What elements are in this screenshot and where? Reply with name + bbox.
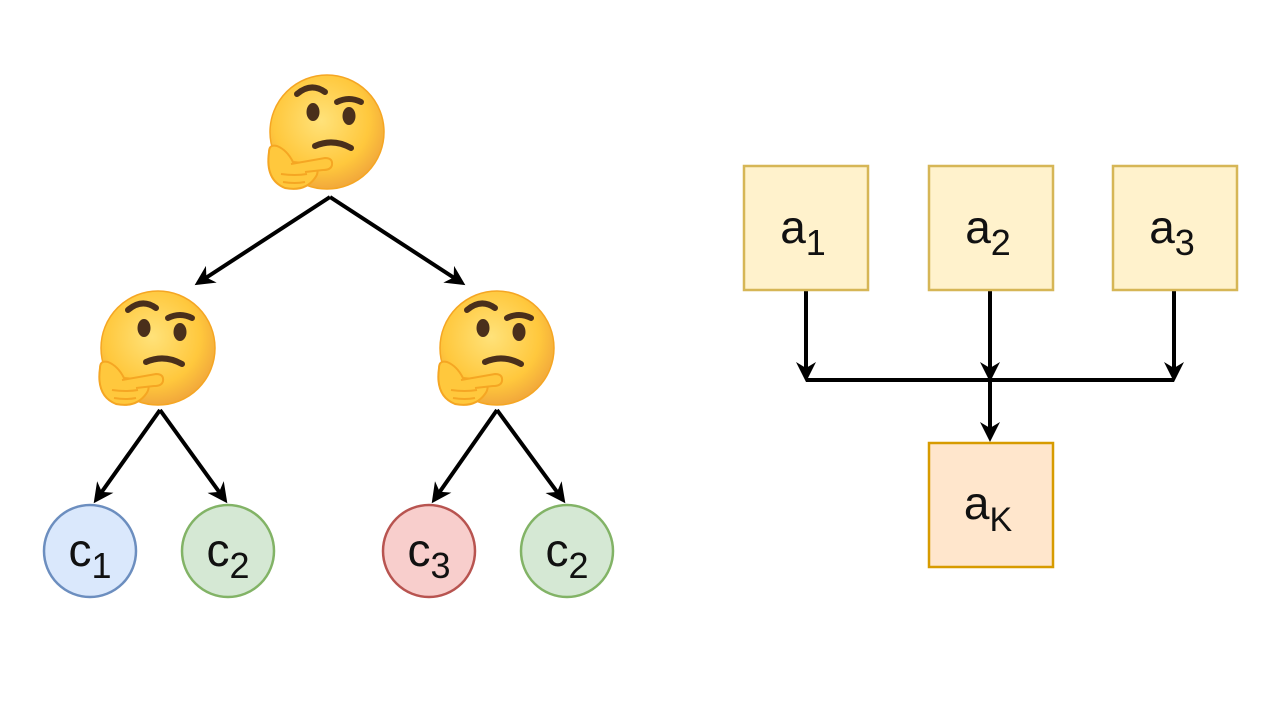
tree-leaf: c1: [42, 503, 138, 599]
emoji-eyebrow: [504, 312, 534, 321]
svg-text:a2: a2: [965, 201, 1011, 263]
aggregation-edges: [796, 290, 1184, 442]
emoji-hand-finger: [460, 372, 504, 389]
tree-edges: [93, 195, 566, 504]
input-label-sub: 3: [1175, 222, 1195, 263]
leaf-label-base: c: [407, 524, 430, 576]
output-box-rect: [927, 441, 1055, 569]
output-box: aK: [927, 441, 1055, 569]
output-label-sub: K: [989, 501, 1012, 539]
edge-right-to-c2: [495, 408, 566, 504]
edge-left-to-c1: [93, 408, 162, 504]
leaf-label-sub: 3: [430, 545, 450, 586]
input-label-sub: 1: [806, 222, 826, 263]
input-box-rect: [742, 164, 870, 292]
input-label-sub: 2: [991, 222, 1011, 263]
emoji-eye: [476, 319, 490, 337]
reasoning-tree: c1 c2 c3 c2: [42, 74, 615, 599]
input-label-base: a: [1149, 201, 1175, 253]
emoji-eyebrow: [165, 312, 195, 321]
emoji-eye: [512, 323, 526, 341]
input-label-base: a: [965, 201, 991, 253]
leaf-label-base: c: [545, 524, 568, 576]
leaf-label-base: c: [206, 524, 229, 576]
input-label-base: a: [780, 201, 806, 253]
input-box-rect: [927, 164, 1055, 292]
aggregation-diagram: a1 a2 a3 aK: [742, 164, 1239, 569]
input-box: a3: [1111, 164, 1239, 292]
emoji-eyebrow: [464, 300, 498, 313]
emoji-hand: [437, 360, 504, 406]
leaf-label-sub: 2: [568, 545, 588, 586]
leaf-label-base: c: [68, 524, 91, 576]
svg-text:c2: c2: [545, 524, 588, 586]
leaf-circle: [180, 503, 276, 599]
svg-text:a3: a3: [1149, 201, 1195, 263]
thinking-face-icon: [98, 290, 216, 406]
emoji-mouth: [143, 355, 185, 367]
thinking-face-icon: [267, 74, 385, 190]
thinking-face-icon: [437, 290, 555, 406]
svg-text:a1: a1: [780, 201, 826, 263]
emoji-eye: [137, 319, 151, 337]
leaf-circle: [519, 503, 615, 599]
emoji-hand-crease: [111, 389, 139, 400]
svg-text:c2: c2: [206, 524, 249, 586]
emoji-hand-finger: [290, 156, 334, 173]
emoji-eyebrow: [294, 84, 328, 97]
emoji-eyebrow: [125, 300, 159, 313]
emoji-hand-crease: [280, 173, 308, 184]
emoji-eye: [306, 103, 320, 121]
emoji-eyebrow: [334, 96, 364, 105]
emoji-face: [100, 290, 216, 406]
emoji-eye: [342, 107, 356, 125]
edge-left-to-c2: [158, 408, 228, 504]
tree-leaf: c3: [381, 503, 477, 599]
leaf-label-sub: 1: [91, 545, 111, 586]
output-label-base: a: [964, 477, 990, 529]
svg-text:c1: c1: [68, 524, 111, 586]
emoji-hand-crease: [450, 389, 478, 400]
svg-text:aK: aK: [964, 477, 1013, 539]
emoji-face: [269, 74, 385, 190]
leaf-label-sub: 2: [229, 545, 249, 586]
emoji-hand: [98, 360, 165, 406]
emoji-hand-finger: [121, 372, 165, 389]
tree-inner-node-right: [437, 290, 555, 406]
emoji-mouth: [482, 355, 524, 367]
emoji-mouth: [312, 139, 354, 151]
input-box-rect: [1111, 164, 1239, 292]
emoji-face: [439, 290, 555, 406]
edge-root-to-left: [194, 195, 332, 286]
edge-right-to-c3: [431, 408, 499, 504]
tree-leaf: c2: [519, 503, 615, 599]
tree-inner-node-left: [98, 290, 216, 406]
input-box: a2: [927, 164, 1055, 292]
tree-leaf: c2: [180, 503, 276, 599]
tree-root-node: [267, 74, 385, 190]
svg-text:c3: c3: [407, 524, 450, 586]
leaf-circle: [42, 503, 138, 599]
edge-root-to-right: [328, 195, 466, 286]
input-box: a1: [742, 164, 870, 292]
emoji-hand: [267, 144, 334, 190]
emoji-eye: [173, 323, 187, 341]
leaf-circle: [381, 503, 477, 599]
